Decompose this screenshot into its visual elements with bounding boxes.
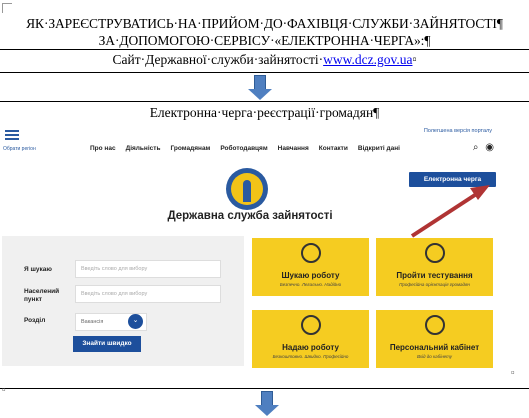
search-icon[interactable]: ⌕ xyxy=(472,142,479,153)
cell-end-mark: ¤ xyxy=(511,369,515,377)
locality-label: Населений пункт xyxy=(24,288,60,303)
tile-testing[interactable]: Пройти тестування Професійна орієнтація … xyxy=(376,238,493,296)
low-vision-link[interactable]: Полегшена версія порталу xyxy=(423,128,492,134)
tile-title: Пройти тестування xyxy=(396,271,473,280)
job-search-icon xyxy=(301,243,321,263)
cell-mark: ¤ xyxy=(412,55,417,64)
section-subtitle: Електронна·черга·реєстрації·громадян¶ xyxy=(149,105,380,120)
testing-icon xyxy=(425,243,445,263)
main-nav: Про нас Діяльність Громадянам Роботодавц… xyxy=(90,145,410,152)
chevron-down-icon[interactable]: ⌄ xyxy=(128,314,143,329)
looking-label: Я шукаю xyxy=(24,266,52,273)
nav-item[interactable]: Про нас xyxy=(90,145,116,152)
eye-icon[interactable]: ◉ xyxy=(485,142,494,153)
portal-screenshot: Обрати регіон Полегшена версія порталу П… xyxy=(0,124,510,386)
document-title: ЯК·ЗАРЕЄСТРУВАТИСЬ·НА·ПРИЙОМ·ДО·ФАХІВЦЯ·… xyxy=(0,15,529,49)
tile-job-search[interactable]: Шукаю роботу Безпечно. Легально. Надійно xyxy=(252,238,369,296)
nav-item[interactable]: Контакти xyxy=(318,145,348,152)
electronic-queue-button[interactable]: Електронна черга xyxy=(409,172,496,187)
quick-find-button[interactable]: Знайти швидко xyxy=(73,336,141,352)
site-link[interactable]: www.dcz.gov.ua xyxy=(323,52,413,67)
lock-icon xyxy=(425,315,445,335)
service-logo xyxy=(226,168,268,210)
tile-subtitle: Безкоштовно. Швидко. Професійно xyxy=(272,354,349,359)
title-line-2: ЗА·ДОПОМОГОЮ·СЕРВІСУ·«ЕЛЕКТРОННА·ЧЕРГА»:… xyxy=(98,33,431,48)
handshake-icon xyxy=(301,315,321,335)
menu-icon[interactable] xyxy=(5,130,19,142)
tile-offer-job[interactable]: Надаю роботу Безкоштовно. Швидко. Профес… xyxy=(252,310,369,368)
nav-icons: ⌕ ◉ xyxy=(473,142,494,153)
tile-subtitle: Безпечно. Легально. Надійно xyxy=(279,282,342,287)
table-border xyxy=(0,72,529,73)
service-title: Державна служба зайнятості xyxy=(167,210,333,222)
site-prefix: Сайт·Державної·служби·зайнятості· xyxy=(112,52,324,67)
tile-subtitle: Вхід до кабінету xyxy=(416,354,453,359)
table-border xyxy=(0,49,529,50)
table-border xyxy=(0,388,529,389)
nav-item[interactable]: Відкриті дані xyxy=(357,145,400,152)
section-label: Розділ xyxy=(24,317,46,324)
nav-item[interactable]: Громадянам xyxy=(170,145,211,152)
tile-title: Шукаю роботу xyxy=(281,271,340,280)
locality-input[interactable]: Введіть слово для вибору xyxy=(75,285,221,303)
region-select[interactable]: Обрати регіон xyxy=(3,146,36,152)
looking-input[interactable]: Введіть слово для вибору xyxy=(75,260,221,278)
nav-item[interactable]: Роботодавцям xyxy=(220,145,268,152)
title-line-1: ЯК·ЗАРЕЄСТРУВАТИСЬ·НА·ПРИЙОМ·ДО·ФАХІВЦЯ·… xyxy=(26,16,503,31)
nav-item[interactable]: Діяльність xyxy=(125,145,161,152)
table-border xyxy=(0,101,529,102)
footer-mark: ¤ xyxy=(2,386,6,394)
table-corner xyxy=(2,3,12,13)
site-line: Сайт·Державної·служби·зайнятості·www.dcz… xyxy=(0,51,529,69)
tile-subtitle: Професійна орієнтація громадян xyxy=(399,282,470,287)
nav-item[interactable]: Навчання xyxy=(277,145,309,152)
tile-title: Персональний кабінет xyxy=(389,343,480,352)
tile-title: Надаю роботу xyxy=(282,343,339,352)
tile-personal-cabinet[interactable]: Персональний кабінет Вхід до кабінету xyxy=(376,310,493,368)
